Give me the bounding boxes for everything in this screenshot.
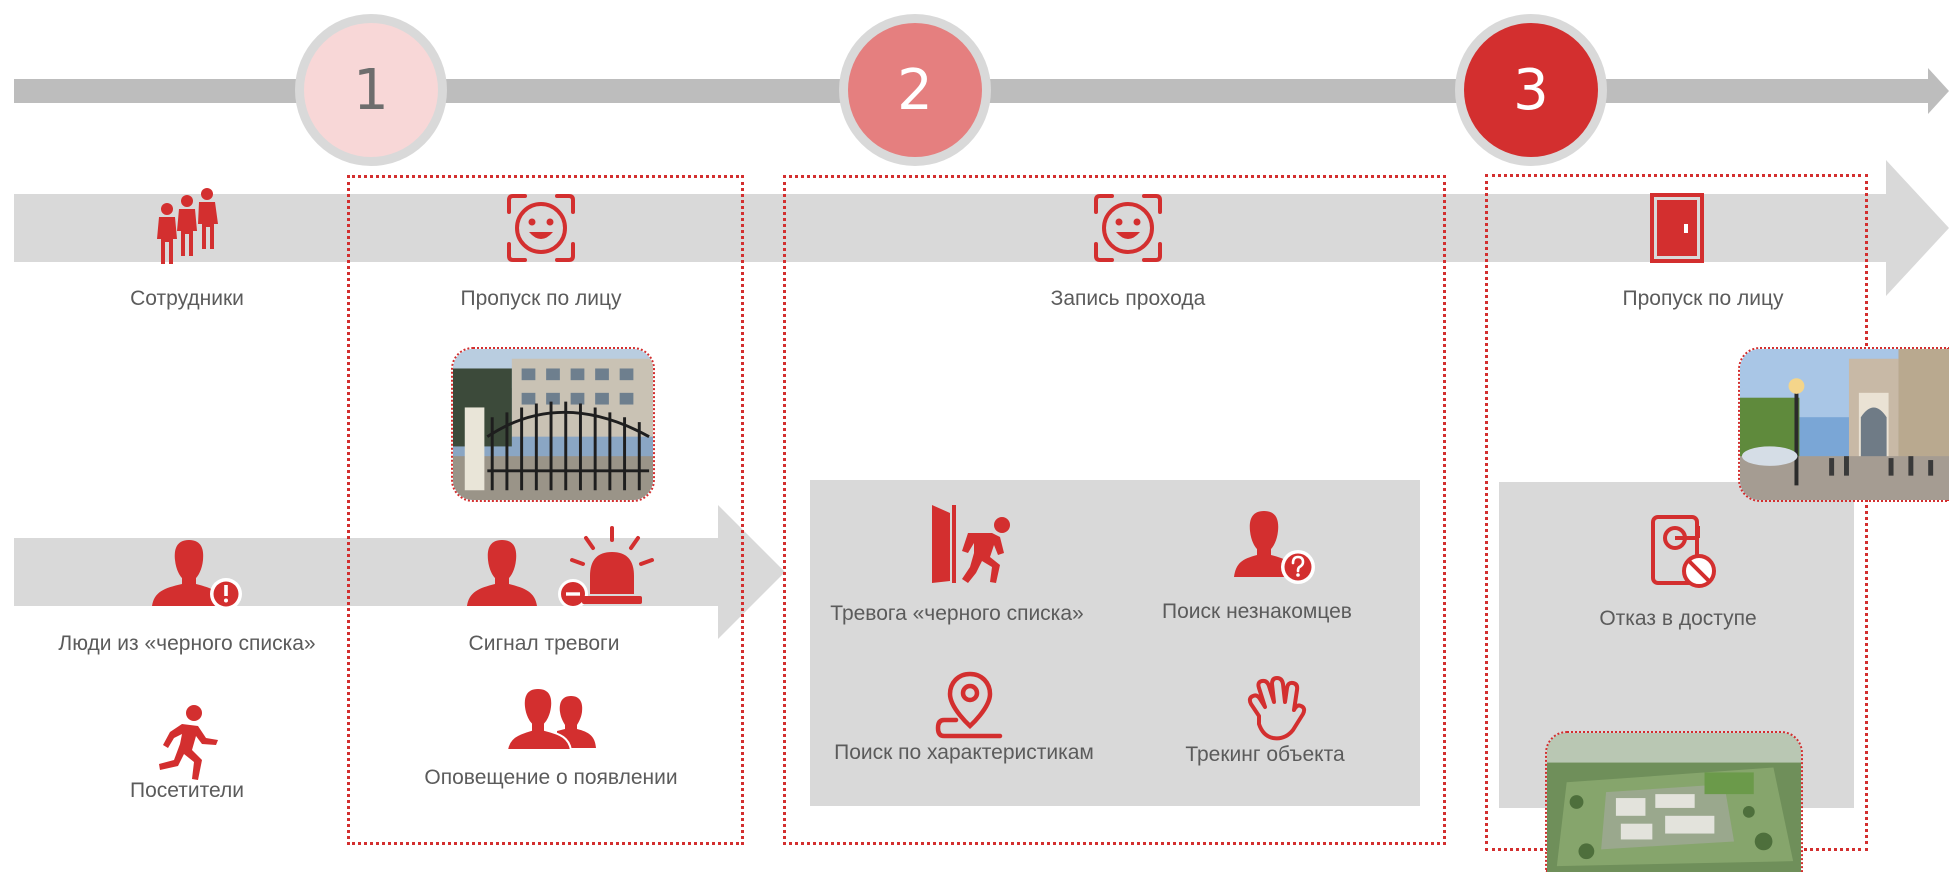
face-scan-icon: [1094, 194, 1162, 262]
employees-label: Сотрудники: [130, 287, 244, 310]
group-of-people-icon: [157, 188, 218, 264]
stage-2-frame: [783, 175, 1446, 845]
step-3-number: 3: [1464, 23, 1598, 157]
face-scan-icon: [507, 194, 575, 262]
city-square-photo: [1738, 347, 1949, 502]
object-tracking-label: Трекинг объекта: [1185, 743, 1345, 766]
pass-record-label: Запись прохода: [1050, 287, 1206, 310]
face-pass-label: Пропуск по лицу: [460, 287, 622, 310]
visitors-label: Посетители: [130, 779, 244, 802]
running-person-icon: [159, 705, 218, 780]
two-people-icon: [505, 686, 596, 751]
blacklist-band-arrowhead: [718, 505, 785, 639]
intruder-door-icon: [932, 505, 1010, 583]
blacklist-alarm-label: Тревога «черного списка»: [830, 602, 1084, 625]
access-denied-icon: [1651, 515, 1716, 588]
step-3-circle: 3: [1455, 14, 1607, 166]
step-2-circle: 2: [839, 14, 991, 166]
location-pin-icon: [935, 671, 1003, 739]
stage-2-panel: [810, 480, 1420, 806]
step-2-number: 2: [848, 23, 982, 157]
timeline-arrowhead: [1928, 68, 1949, 114]
blacklist-people-label: Люди из «черного списка»: [58, 632, 316, 655]
alarm-signal-label: Сигнал тревоги: [468, 632, 620, 655]
access-denied-label: Отказ в доступе: [1599, 607, 1757, 630]
hand-icon: [1247, 676, 1307, 741]
step-1-circle: 1: [295, 14, 447, 166]
gate-photo: [451, 347, 655, 502]
person-exclamation-icon: [152, 540, 242, 610]
person-minus-icon: [467, 540, 537, 606]
step-1-number: 1: [304, 23, 438, 157]
stranger-search-label: Поиск незнакомцев: [1162, 600, 1352, 623]
alarm-siren-icon: [570, 526, 654, 604]
minus-badge-icon: [558, 579, 588, 609]
face-pass-label-stage-3: Пропуск по лицу: [1622, 287, 1784, 310]
stage-1-frame: [347, 175, 744, 845]
employees-band-arrowhead: [1886, 160, 1949, 296]
feature-search-label: Поиск по характеристикам: [834, 741, 1094, 764]
appearance-notice-label: Оповещение о появлении: [424, 766, 678, 789]
employees-band: [14, 194, 1888, 262]
person-question-icon: [1234, 511, 1315, 584]
campus-aerial-photo: [1545, 731, 1803, 872]
door-icon: [1650, 193, 1704, 263]
